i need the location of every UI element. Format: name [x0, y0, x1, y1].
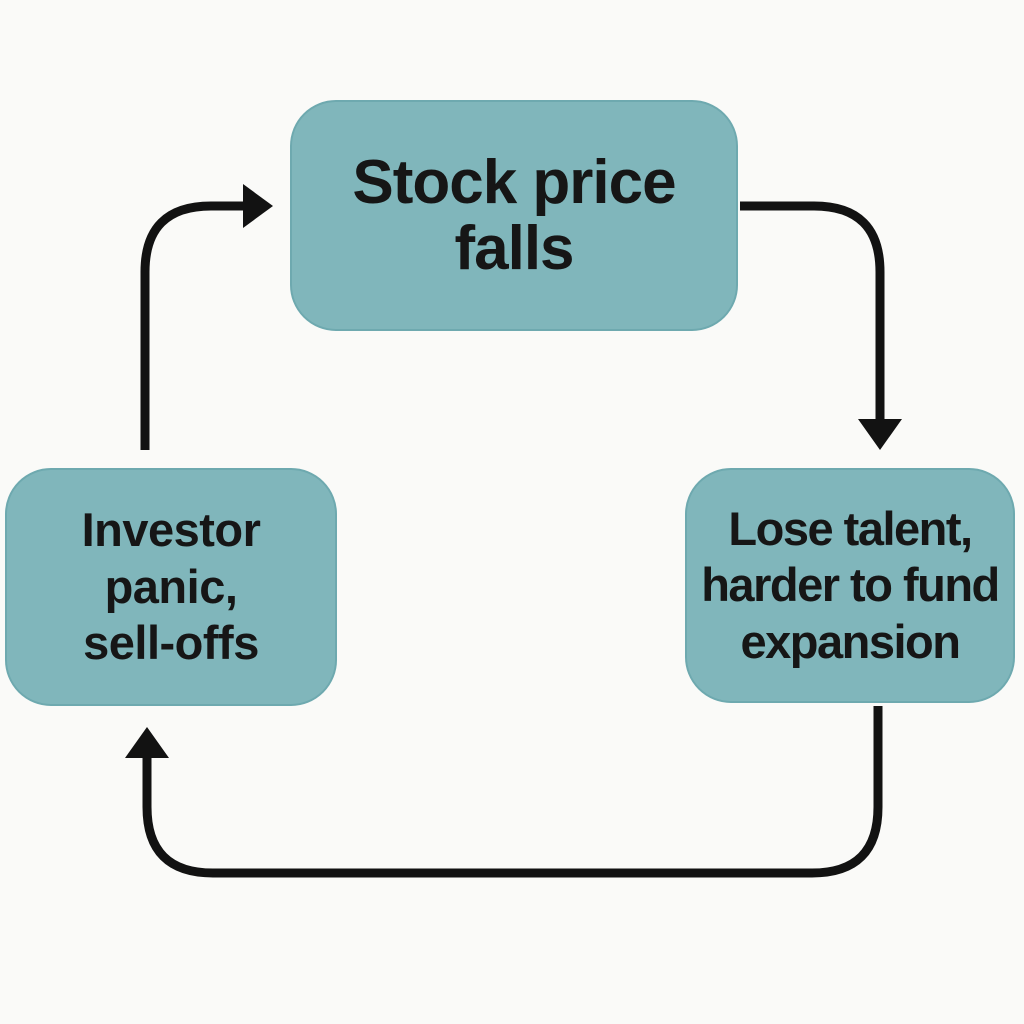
node-stock-price-falls: Stock price falls — [290, 100, 738, 331]
node-label: Investor panic, sell-offs — [81, 503, 261, 670]
node-lose-talent: Lose talent, harder to fund expansion — [685, 468, 1015, 703]
node-label: Stock price falls — [352, 148, 676, 283]
arrow-stock-to-lose — [740, 201, 902, 450]
arrowhead-up-icon — [125, 727, 169, 758]
arrow-lose-to-investor — [125, 706, 883, 878]
arrow-line — [140, 201, 243, 450]
arrow-line — [142, 706, 883, 878]
node-investor-panic: Investor panic, sell-offs — [5, 468, 337, 706]
arrowhead-down-icon — [858, 419, 902, 450]
arrow-investor-to-stock — [140, 184, 273, 450]
arrowhead-right-icon — [243, 184, 273, 228]
arrow-line — [740, 201, 885, 419]
node-label: Lose talent, harder to fund expansion — [701, 501, 1000, 668]
